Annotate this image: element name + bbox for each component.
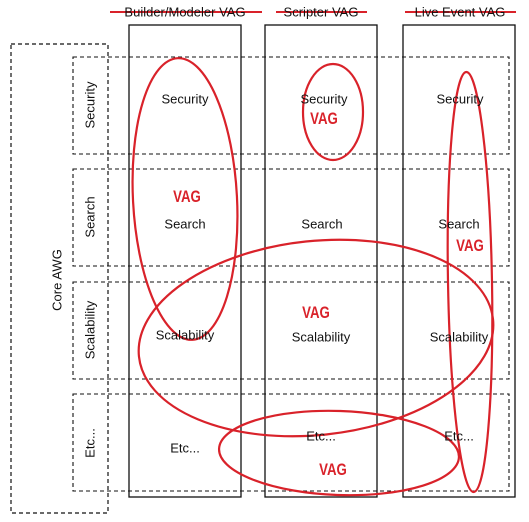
- cell-scripter-search: Search: [301, 216, 343, 232]
- vag-ellipse-scripter-security: [301, 62, 365, 162]
- column-header-scripter: Scripter VAG: [283, 4, 359, 20]
- vag-ellipse-builder-vertical: [131, 57, 239, 341]
- vag-ellipse-etc-horizontal: [217, 409, 461, 497]
- vag-label-builder-search: VAG: [173, 187, 201, 206]
- column-box-scripter: [264, 24, 378, 498]
- row-label-etc: Etc...: [82, 428, 98, 458]
- column-box-live-event: [402, 24, 516, 498]
- row-box-scalability: [72, 281, 510, 380]
- row-box-security: [72, 56, 510, 155]
- vag-label-etc: VAG: [319, 460, 347, 479]
- vag-label-scripter-security: VAG: [310, 109, 338, 128]
- vag-ellipse-live-event-vertical: [446, 70, 494, 494]
- cell-builder-security: Security: [161, 91, 209, 107]
- vag-label-live-event-search: VAG: [456, 236, 484, 255]
- cell-scripter-etc: Etc...: [306, 428, 336, 444]
- cell-live-event-security: Security: [436, 91, 484, 107]
- row-label-security: Security: [82, 81, 98, 129]
- vag-ellipse-scalability-horizontal: [137, 238, 495, 438]
- cell-scripter-security: Security: [300, 91, 348, 107]
- cell-live-event-etc: Etc...: [444, 428, 474, 444]
- core-awg-label: Core AWG: [49, 249, 65, 311]
- cell-builder-etc: Etc...: [170, 440, 200, 456]
- column-box-builder: [128, 24, 242, 498]
- column-header-builder: Builder/Modeler VAG: [124, 4, 246, 20]
- cell-scripter-scalability: Scalability: [291, 329, 351, 345]
- cell-live-event-search: Search: [438, 216, 480, 232]
- cell-builder-scalability: Scalability: [155, 327, 215, 343]
- cell-live-event-scalability: Scalability: [429, 329, 489, 345]
- column-header-live-event: Live Event VAG: [414, 4, 506, 20]
- row-box-search: [72, 168, 510, 267]
- vag-label-scalability: VAG: [302, 303, 330, 322]
- core-awg-box: [10, 43, 109, 514]
- cell-builder-search: Search: [164, 216, 206, 232]
- row-label-search: Search: [82, 196, 98, 238]
- row-label-scalability: Scalability: [82, 300, 98, 360]
